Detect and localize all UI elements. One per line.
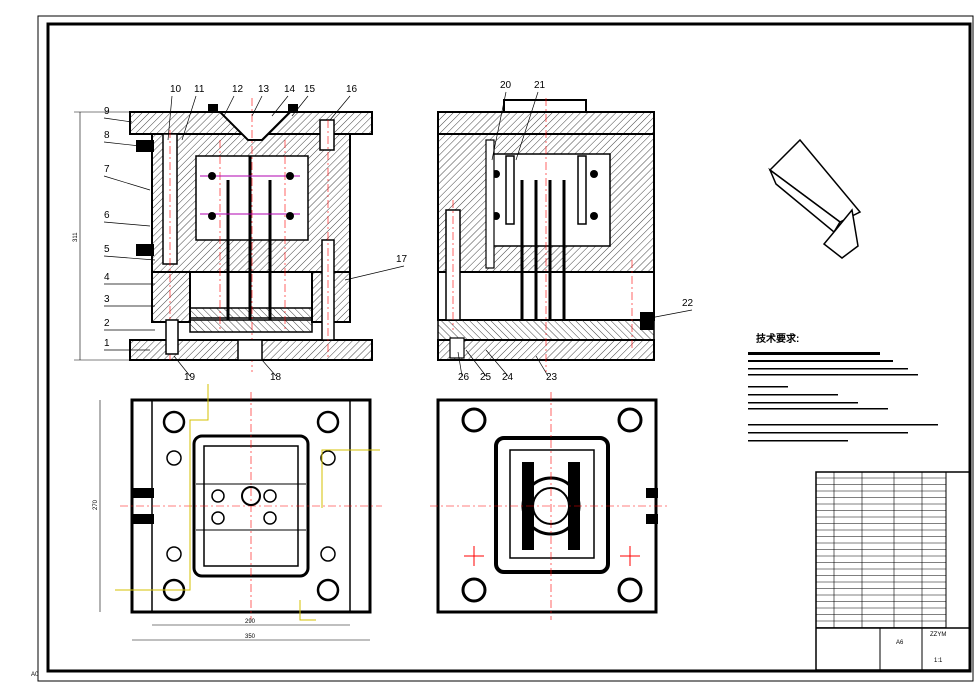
part-number-label: 4 <box>104 272 110 283</box>
outer-width-dimension: 350 <box>245 634 256 640</box>
outer-border <box>37 15 974 682</box>
fixed-half-plan-view <box>115 384 382 621</box>
side-dimension: 270 <box>93 499 99 510</box>
leader-line <box>291 95 309 117</box>
leader-line <box>515 91 539 161</box>
part-number-label: 24 <box>502 372 514 383</box>
leader-line <box>167 95 173 141</box>
part-number-label: 1 <box>104 338 110 349</box>
part-number-label: 6 <box>104 210 110 221</box>
part-number-label: 9 <box>104 106 110 117</box>
leader-line <box>181 95 197 141</box>
moving-half-plan-view <box>430 392 668 620</box>
part-number-label: 12 <box>232 84 244 95</box>
part-number-label: 21 <box>534 80 546 91</box>
part-number-label: 5 <box>104 244 110 255</box>
title-block: A6 ZZYM 1:1 <box>815 471 971 671</box>
leader-line <box>271 95 289 117</box>
part-number-label: 14 <box>284 84 296 95</box>
leader-line <box>261 359 277 377</box>
bom-rows <box>816 477 946 628</box>
part-number-label: 2 <box>104 318 110 329</box>
title-scale-cell: 1:1 <box>934 658 943 664</box>
part-number-label: 20 <box>500 80 512 91</box>
part-number-label: 26 <box>458 372 470 383</box>
part-number-label: 22 <box>682 298 694 309</box>
leader-line <box>485 349 509 377</box>
part-number-label: 16 <box>346 84 358 95</box>
part-number-label: 18 <box>270 372 282 383</box>
inner-width-dimension: 290 <box>245 619 256 625</box>
part-isometric-view <box>768 138 862 259</box>
sheet-format-label: A0 <box>31 672 39 678</box>
technical-notes: 技术要求: <box>748 332 938 442</box>
leader-line <box>465 349 487 377</box>
tech-requirements-heading: 技术要求: <box>756 332 799 345</box>
leader-line <box>649 309 693 319</box>
leader-line <box>251 95 263 117</box>
leader-line <box>103 117 133 123</box>
part-number-label: 15 <box>304 84 316 95</box>
plan-dimensions: 290 350 270 <box>93 400 370 641</box>
drawing-frame <box>46 22 972 673</box>
front-section-view <box>129 98 373 372</box>
leader-line <box>103 221 151 227</box>
leader-line <box>457 351 463 377</box>
title-name-cell: A6 <box>896 640 904 646</box>
leader-line <box>535 355 549 377</box>
side-section-view <box>437 98 655 372</box>
leader-line <box>344 265 405 281</box>
leader-line <box>491 91 507 161</box>
part-number-label: 23 <box>546 372 558 383</box>
part-number-label: 25 <box>480 372 492 383</box>
leader-line <box>103 255 156 261</box>
part-number-label: 10 <box>170 84 182 95</box>
part-number-label: 7 <box>104 164 110 175</box>
part-number-label: 13 <box>258 84 270 95</box>
title-material-cell: ZZYM <box>930 632 946 638</box>
leader-line <box>223 95 235 117</box>
part-number-label: 17 <box>396 254 408 265</box>
part-number-label: 8 <box>104 130 110 141</box>
part-number-label: 3 <box>104 294 110 305</box>
part-number-label: 11 <box>194 84 205 95</box>
height-dimension-value: 311 <box>73 232 79 242</box>
leader-line <box>329 95 351 121</box>
leader-line <box>173 355 191 377</box>
part-number-label: 19 <box>184 372 196 383</box>
leader-line <box>103 175 151 191</box>
height-dimension: 311 <box>73 111 130 361</box>
leader-line <box>103 141 141 147</box>
